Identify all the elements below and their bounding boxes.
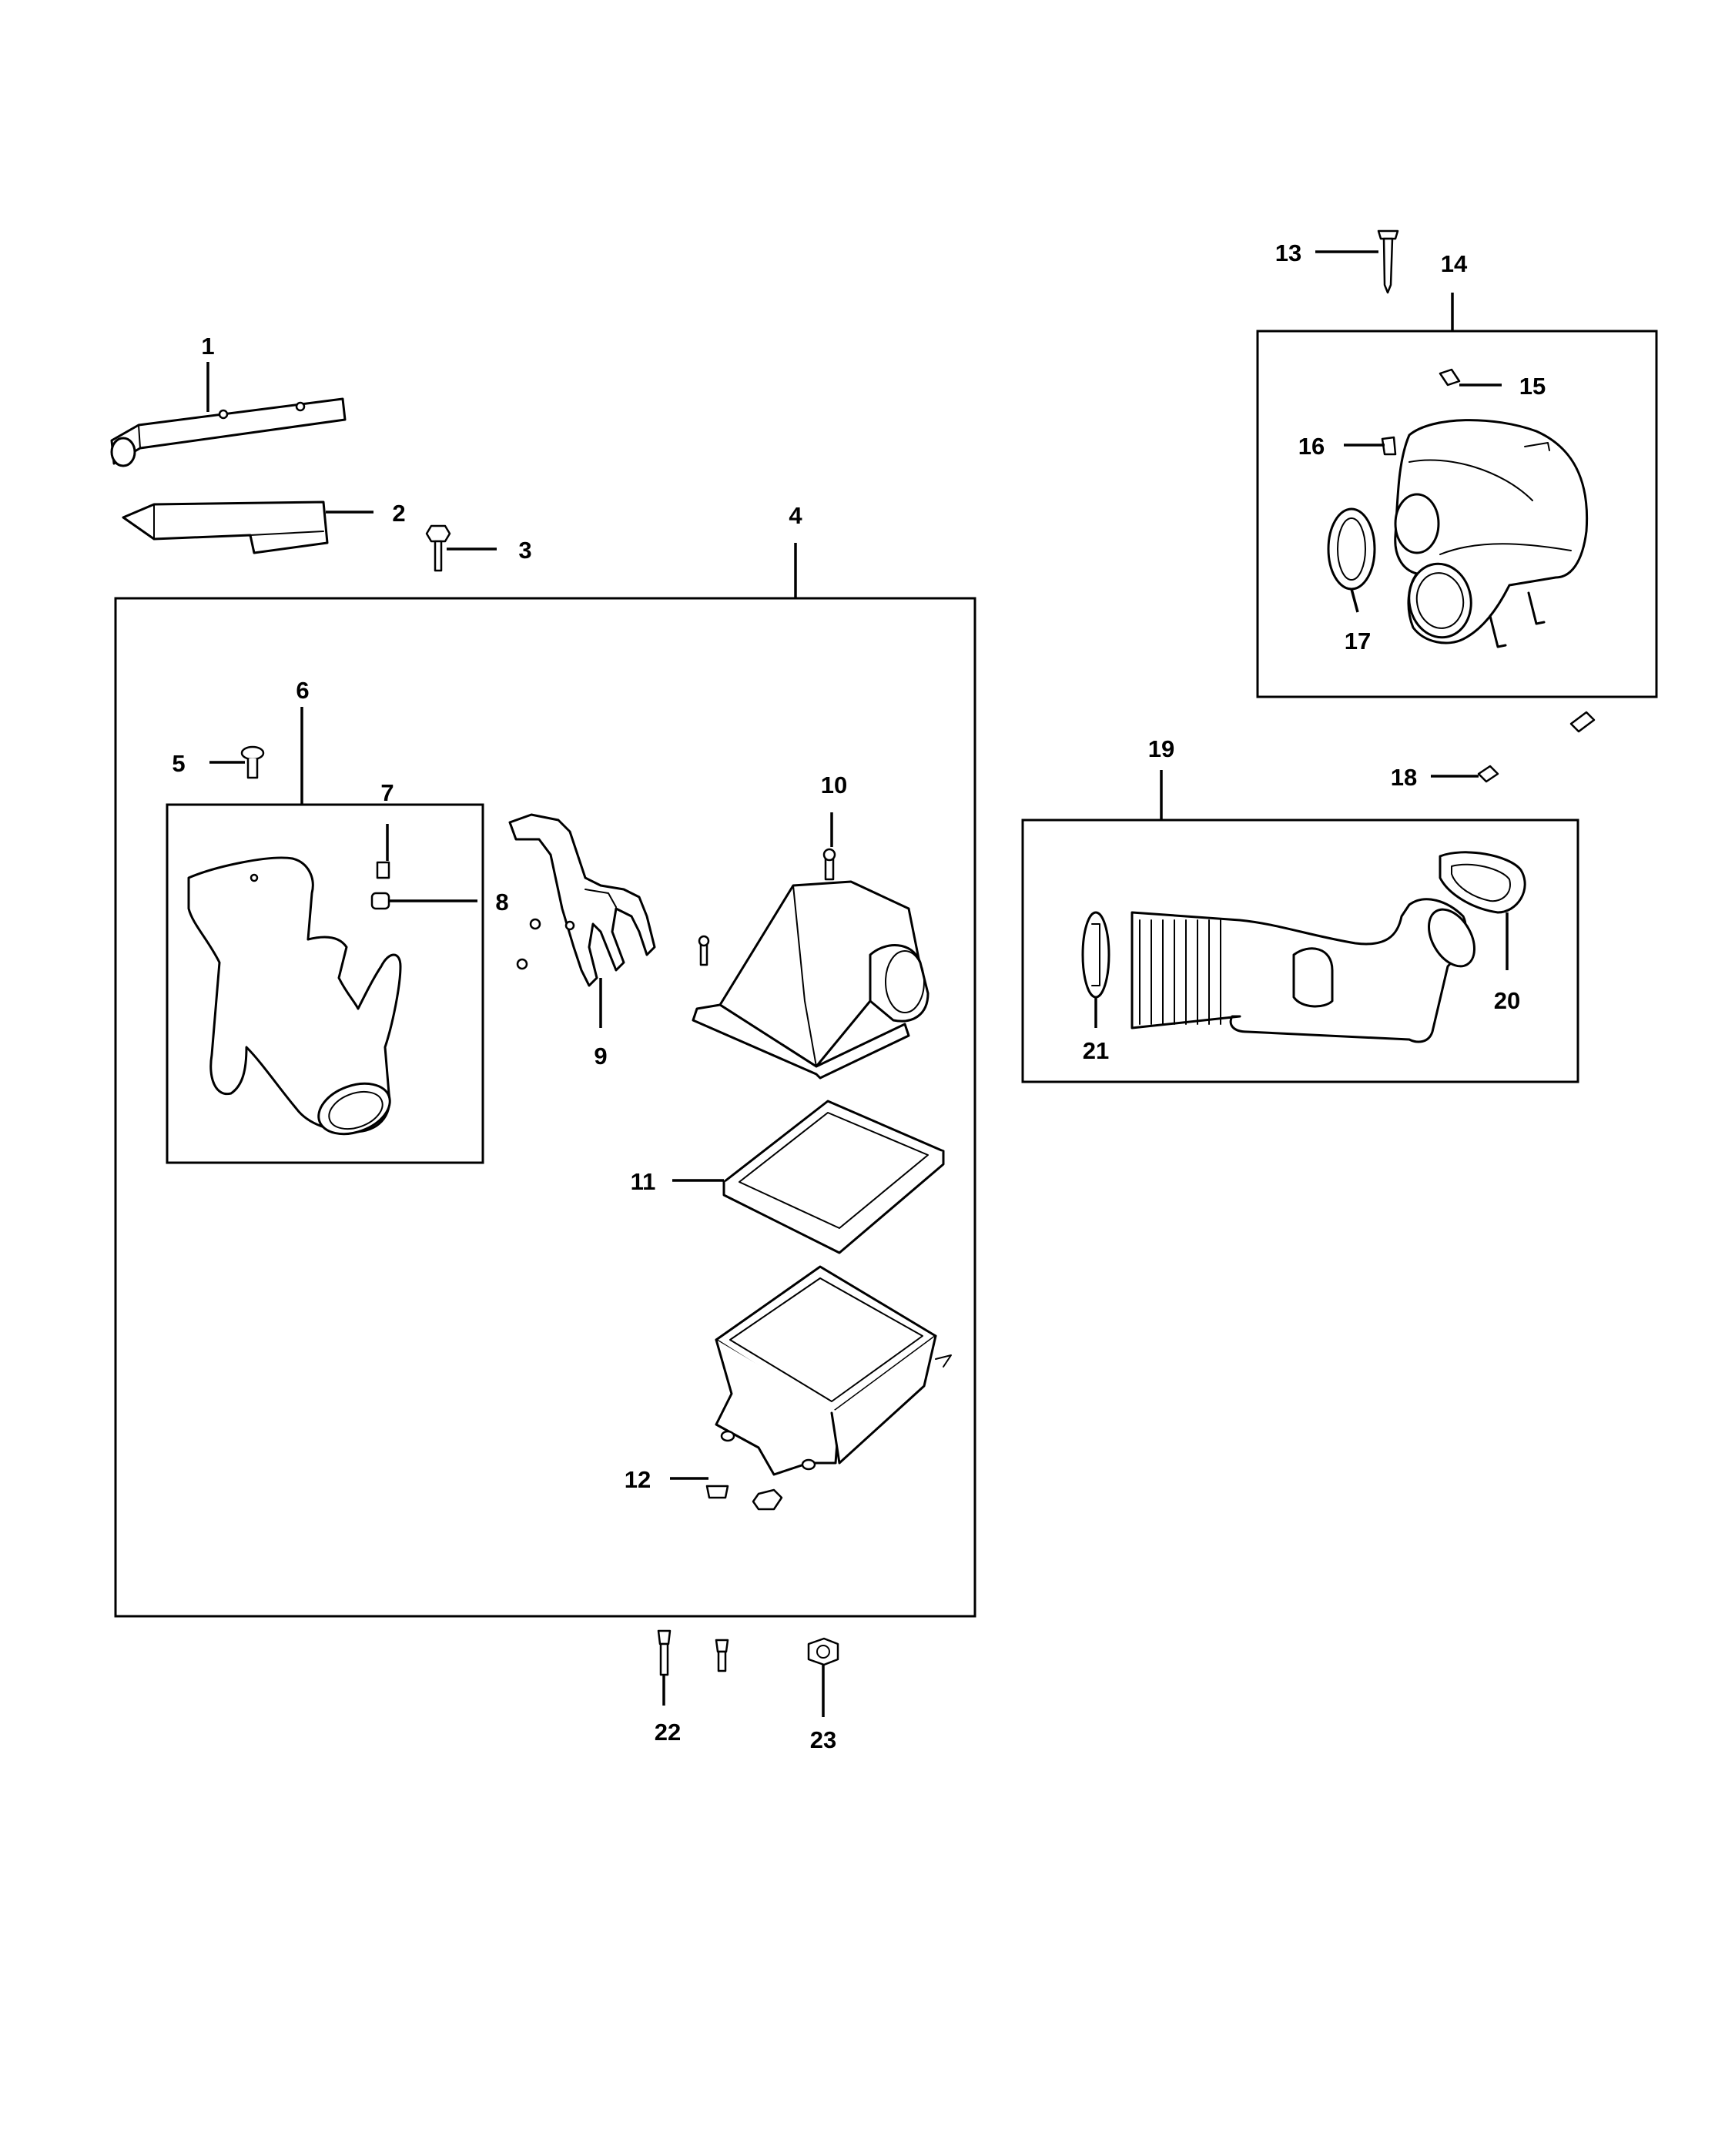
callout-23: 23 xyxy=(810,1726,836,1753)
callout-5: 5 xyxy=(172,750,185,777)
part-5-clip xyxy=(240,745,265,779)
callout-3: 3 xyxy=(518,537,531,564)
part-1-air-duct xyxy=(110,397,347,467)
part-7-clip xyxy=(376,861,390,879)
leader-lines xyxy=(206,250,1509,1717)
callout-21: 21 xyxy=(1083,1037,1109,1064)
callout-8: 8 xyxy=(495,889,508,916)
part-9-bracket xyxy=(508,813,656,987)
group-box-19 xyxy=(1021,819,1579,1083)
callout-1: 1 xyxy=(201,333,214,360)
callout-11: 11 xyxy=(631,1168,656,1195)
part-8-grommet xyxy=(370,892,390,910)
part-13-push-pin xyxy=(1377,229,1399,294)
callout-18: 18 xyxy=(1391,764,1417,791)
part-15-sensor xyxy=(1439,368,1461,387)
callout-15: 15 xyxy=(1519,373,1546,400)
group-box-4 xyxy=(114,597,976,1618)
part-18-sensor xyxy=(1477,711,1596,783)
callout-14: 14 xyxy=(1441,250,1468,277)
part-2-baffle xyxy=(122,500,329,554)
part-10-airbox-cover xyxy=(692,848,929,1080)
callout-13: 13 xyxy=(1275,239,1301,266)
part-21-seal-ring xyxy=(1081,911,1110,999)
callout-4: 4 xyxy=(789,502,802,529)
callout-16: 16 xyxy=(1298,433,1325,460)
callout-9: 9 xyxy=(594,1043,607,1070)
part-12-airbox-lower xyxy=(705,1265,952,1511)
callout-6: 6 xyxy=(296,677,309,704)
callout-2: 2 xyxy=(392,500,405,527)
callout-20: 20 xyxy=(1494,987,1520,1014)
part-20-seal-ring xyxy=(1439,851,1526,914)
part-19-inlet-hose xyxy=(1130,898,1475,1043)
part-17-seal-ring xyxy=(1327,507,1376,591)
group-box-6 xyxy=(166,803,484,1164)
part-3-bolt xyxy=(425,524,451,572)
part-23-nut xyxy=(807,1637,839,1666)
part-6-inlet-duct xyxy=(187,856,402,1136)
part-11-air-filter xyxy=(722,1100,945,1254)
group-box-14 xyxy=(1256,330,1658,698)
part-14-resonator xyxy=(1394,419,1589,648)
callout-labels: 1 2 3 4 5 6 7 8 9 10 11 12 13 14 15 16 1… xyxy=(172,239,1546,1753)
part-16-clip xyxy=(1381,436,1397,456)
callout-7: 7 xyxy=(380,779,394,806)
callout-19: 19 xyxy=(1148,735,1174,762)
callout-10: 10 xyxy=(821,772,847,798)
part-22-stud xyxy=(657,1629,729,1676)
callout-22: 22 xyxy=(655,1719,681,1746)
callout-17: 17 xyxy=(1345,628,1371,654)
callout-12: 12 xyxy=(625,1466,651,1493)
